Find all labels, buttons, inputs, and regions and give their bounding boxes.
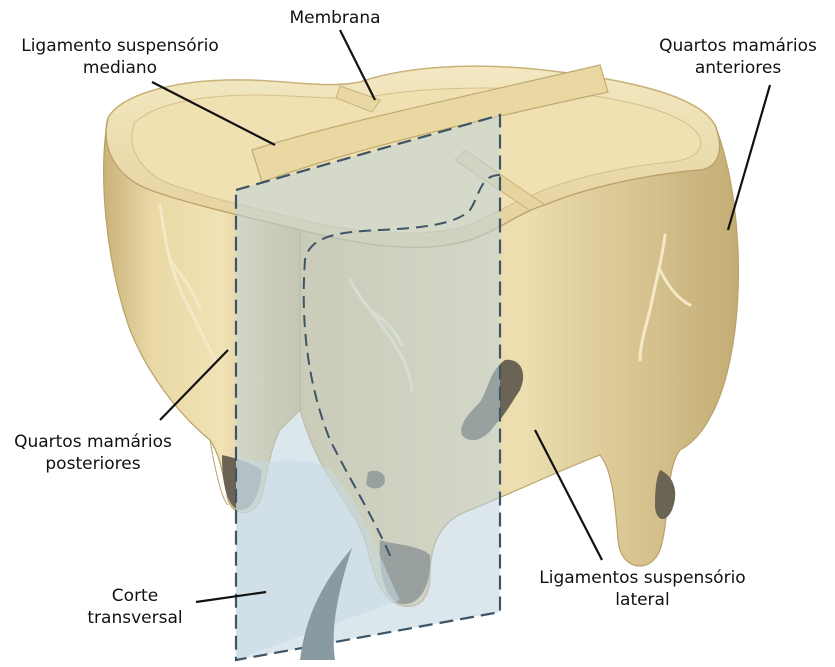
label-quartos-anteriores: Quartos mamários anteriores: [648, 35, 828, 79]
label-ligamento-mediano: Ligamento suspensório mediano: [5, 35, 235, 79]
label-corte-line2: transversal: [75, 607, 195, 629]
label-corte-line1: Corte: [75, 585, 195, 607]
label-quartos-posteriores-line1: Quartos mamários: [2, 431, 184, 453]
label-quartos-anteriores-line2: anteriores: [648, 57, 828, 79]
label-ligamentos-lateral: Ligamentos suspensório lateral: [535, 567, 750, 611]
label-ligamentos-lateral-line1: Ligamentos suspensório: [535, 567, 750, 589]
label-quartos-posteriores: Quartos mamários posteriores: [2, 431, 184, 475]
label-membrana: Membrana: [270, 7, 400, 29]
leader-quartos-anteriores: [728, 85, 770, 230]
label-membrana-text: Membrana: [289, 8, 380, 28]
label-quartos-anteriores-line1: Quartos mamários: [648, 35, 828, 57]
label-quartos-posteriores-line2: posteriores: [2, 453, 184, 475]
label-ligamento-mediano-line2: mediano: [5, 57, 235, 79]
label-corte-transversal: Corte transversal: [75, 585, 195, 629]
teat-tip-anterior-right: [655, 470, 675, 519]
label-ligamento-mediano-line1: Ligamento suspensório: [5, 35, 235, 57]
label-ligamentos-lateral-line2: lateral: [535, 589, 750, 611]
